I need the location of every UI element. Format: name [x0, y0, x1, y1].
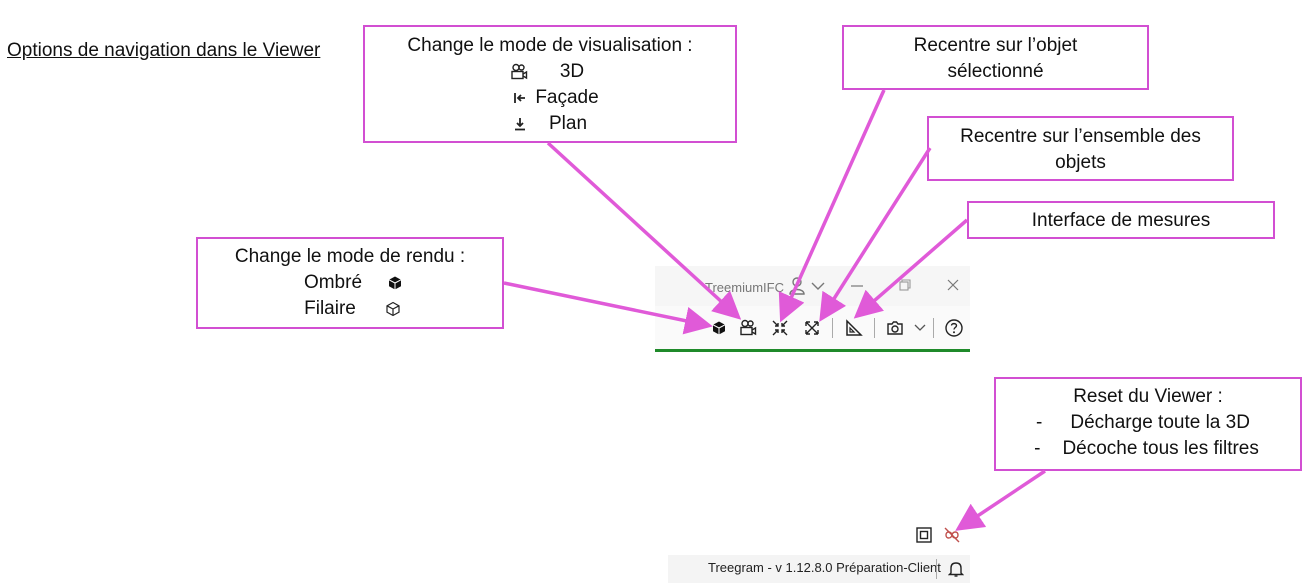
toolbar-divider — [874, 318, 875, 338]
arrow-recentre-ensemble — [819, 147, 932, 322]
camera-chevron-down-icon[interactable] — [914, 323, 926, 332]
close-icon[interactable] — [947, 279, 959, 291]
reset-item-1: Décharge toute la 3D — [1070, 412, 1250, 433]
toolbar-divider — [832, 318, 833, 338]
mode-ombre-label: Ombré — [303, 272, 363, 293]
callout-recentre-objet-line2: sélectionné — [947, 61, 1044, 82]
mode-filaire-label: Filaire — [304, 298, 356, 319]
callout-recentre-ensemble: Recentre sur l’ensemble des objets — [927, 116, 1234, 181]
render-mode-shaded-button[interactable] — [711, 320, 727, 336]
callout-rendu-title: Change le mode de rendu : — [234, 246, 466, 267]
arrow-recentre-objet — [778, 89, 886, 323]
reset-bullet-2: - — [1034, 438, 1041, 459]
view-mode-3d-button[interactable] — [739, 319, 757, 337]
window-titlebar: TreemiumIFC — [655, 266, 970, 306]
callout-mesures-title: Interface de mesures — [1031, 210, 1211, 231]
callout-recentre-ensemble-line2: objets — [1055, 152, 1106, 173]
minimize-icon[interactable] — [851, 285, 863, 287]
solid-cube-icon — [384, 272, 406, 294]
restore-icon[interactable] — [899, 279, 911, 291]
arrow-rendu — [503, 281, 713, 335]
wireframe-cube-icon — [382, 298, 404, 320]
chevron-down-icon[interactable] — [810, 280, 826, 292]
callout-mesures: Interface de mesures — [967, 201, 1275, 239]
toolbar-accent-line — [655, 349, 970, 352]
toolbar-divider — [933, 318, 934, 338]
callout-reset: Reset du Viewer : - Décharge toute la 3D… — [994, 377, 1302, 471]
camera-button[interactable] — [886, 320, 904, 336]
callout-recentre-objet: Recentre sur l’objet sélectionné — [842, 25, 1149, 90]
arrow-down-bar-icon — [509, 113, 531, 135]
callout-rendu: Change le mode de rendu : Ombré Filaire — [196, 237, 504, 329]
bell-icon[interactable] — [948, 560, 964, 578]
video-camera-icon — [508, 61, 530, 83]
reset-viewer-button[interactable] — [943, 526, 961, 544]
arrow-visualisation — [546, 141, 742, 320]
fit-screen-icon[interactable] — [915, 526, 933, 544]
recenter-all-button[interactable] — [804, 320, 820, 336]
reset-item-2: Décoche tous les filtres — [1062, 438, 1259, 459]
help-button[interactable] — [944, 318, 964, 338]
mode-3d-label: 3D — [559, 61, 585, 82]
recenter-selection-button[interactable] — [772, 320, 788, 336]
arrow-mesures — [853, 218, 969, 319]
callout-reset-title: Reset du Viewer : — [1073, 386, 1223, 407]
version-text: Treegram - v 1.12.8.0 Préparation-Client — [708, 560, 941, 575]
arrow-reset — [955, 469, 1046, 531]
mode-plan-label: Plan — [548, 113, 588, 134]
page-heading: Options de navigation dans le Viewer — [7, 40, 321, 61]
callout-recentre-objet-line1: Recentre sur l’objet — [913, 35, 1078, 56]
arrow-left-bar-icon — [509, 87, 531, 109]
measure-button[interactable] — [845, 319, 863, 337]
mode-facade-label: Façade — [535, 87, 599, 108]
status-bar: Treegram - v 1.12.8.0 Préparation-Client — [668, 555, 970, 583]
callout-recentre-ensemble-line1: Recentre sur l’ensemble des — [960, 126, 1201, 147]
status-divider — [936, 559, 937, 579]
reset-bullet-1: - — [1036, 412, 1043, 433]
callout-visualisation: Change le mode de visualisation : 3D Faç… — [363, 25, 737, 143]
callout-visualisation-title: Change le mode de visualisation : — [407, 35, 693, 56]
